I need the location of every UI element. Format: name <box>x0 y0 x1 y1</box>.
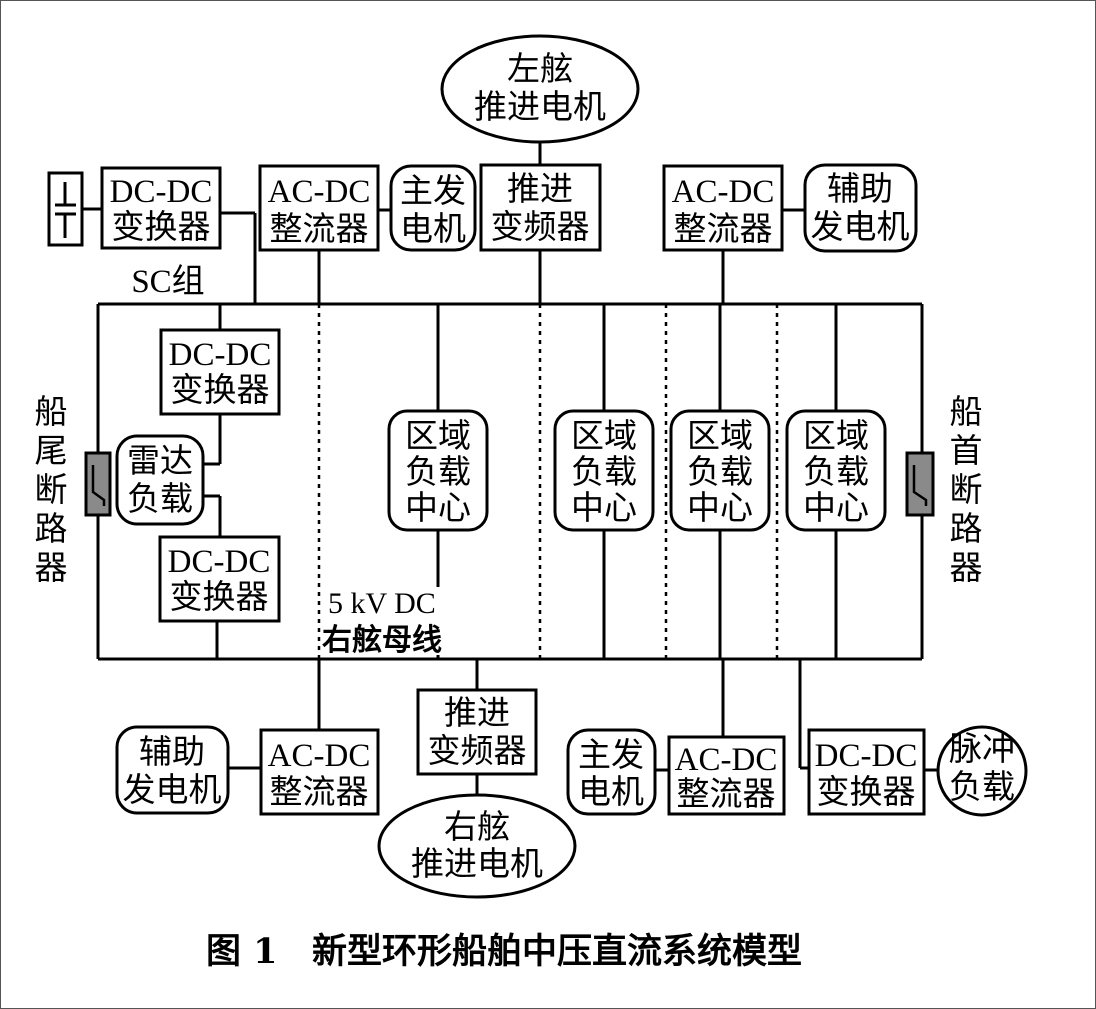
zone-label-2: 负载 <box>405 454 471 491</box>
stern-breaker-label: 船 尾 断 路 器 <box>35 394 68 587</box>
generator-label-1: 辅助 <box>139 734 205 771</box>
sc-group-label: SC组 <box>131 263 204 300</box>
rectifier-type: AC-DC <box>268 174 371 210</box>
rectifier-type: AC-DC <box>675 742 778 778</box>
radar-load: 雷达 负载 <box>115 434 205 526</box>
stern-char-3: 断 <box>35 472 68 509</box>
pulse-load: 脉冲 负载 <box>936 725 1028 817</box>
zone-label-3: 中心 <box>571 490 637 527</box>
zone-label-1: 区域 <box>405 418 471 455</box>
bow-breaker-label: 船 首 断 路 器 <box>950 394 983 587</box>
stern-char-1: 船 <box>35 394 68 431</box>
radar-label-1: 雷达 <box>127 443 193 480</box>
pulse-label-2: 负载 <box>949 769 1015 806</box>
lower-dc-dc-converter: DC-DC 变换器 <box>158 535 281 623</box>
bow-char-5: 器 <box>950 551 983 587</box>
bow-char-1: 船 <box>950 394 983 431</box>
vfd-label-1: 推进 <box>507 171 573 208</box>
zone-label-1: 区域 <box>571 418 637 455</box>
bow-char-4: 路 <box>950 511 983 548</box>
converter-type: DC-DC <box>169 337 272 373</box>
port-propulsion-motor: 左舷 推进电机 <box>440 34 640 144</box>
zone-label-2: 负载 <box>687 454 753 491</box>
converter-name: 变换器 <box>171 372 270 409</box>
zone-label-3: 中心 <box>803 490 869 527</box>
upper-dc-dc-converter: DC-DC 变换器 <box>159 328 281 416</box>
generator-label-2: 发电机 <box>123 772 222 809</box>
motor-label-2: 推进电机 <box>474 89 606 126</box>
figure-number: 图 1 <box>206 931 278 972</box>
zone-label-1: 区域 <box>687 418 753 455</box>
bottom-propulsion-vfd: 推进 变频器 <box>416 688 538 776</box>
main-generator-top: 主发 电机 <box>389 164 477 252</box>
figure-title: 新型环形船舶中压直流系统模型 <box>312 931 802 972</box>
converter-name: 变换器 <box>112 209 211 246</box>
zone-load-center-1: 区域 负载 中心 <box>387 409 489 532</box>
zone-label-2: 负载 <box>803 454 869 491</box>
aux-generator-bottom: 辅助 发电机 <box>115 725 230 815</box>
generator-label-2: 电机 <box>400 211 466 248</box>
radar-label-2: 负载 <box>127 481 193 518</box>
bow-char-2: 首 <box>950 433 983 470</box>
bus-name-label: 右舷母线 <box>322 623 442 657</box>
aux-generator-top: 辅助 发电机 <box>803 163 918 253</box>
motor-label-1: 右舷 <box>444 809 510 846</box>
pulse-label-1: 脉冲 <box>949 731 1015 768</box>
bottom-right-ac-dc-rectifier: AC-DC 整流器 <box>667 735 786 816</box>
top-right-ac-dc-rectifier: AC-DC 整流器 <box>662 164 784 252</box>
converter-type: DC-DC <box>815 738 918 774</box>
top-dc-dc-converter: DC-DC 变换器 <box>100 166 222 250</box>
converter-type: DC-DC <box>110 174 213 210</box>
stern-char-2: 尾 <box>35 434 68 470</box>
sc-group-symbol <box>47 171 84 247</box>
bottom-dc-dc-converter: DC-DC 变换器 <box>807 728 926 816</box>
zone-label-1: 区域 <box>803 418 869 455</box>
bus-label-background <box>324 587 458 655</box>
rectifier-type: AC-DC <box>672 174 775 210</box>
motor-label-2: 推进电机 <box>411 846 543 883</box>
generator-label-1: 主发 <box>578 737 644 774</box>
vfd-label-1: 推进 <box>444 695 510 732</box>
top-left-ac-dc-rectifier: AC-DC 整流器 <box>258 164 380 252</box>
zone-label-2: 负载 <box>571 454 637 491</box>
converter-name: 变换器 <box>817 774 916 811</box>
bus-voltage-label: 5 kV DC <box>328 587 436 620</box>
main-generator-bottom: 主发 电机 <box>566 728 657 816</box>
motor-label-1: 左舷 <box>507 51 573 88</box>
rectifier-name: 整流器 <box>674 211 773 248</box>
starboard-propulsion-motor: 右舷 推进电机 <box>377 793 577 899</box>
vfd-label-2: 变频器 <box>491 209 590 246</box>
zone-load-center-3: 区域 负载 中心 <box>669 409 771 532</box>
bow-char-3: 断 <box>950 472 983 509</box>
vfd-label-2: 变频器 <box>428 733 527 770</box>
converter-type: DC-DC <box>168 544 271 580</box>
top-propulsion-vfd: 推进 变频器 <box>479 163 602 252</box>
zone-label-3: 中心 <box>405 490 471 527</box>
rectifier-name: 整流器 <box>270 774 369 811</box>
generator-label-2: 发电机 <box>811 209 910 246</box>
rectifier-type: AC-DC <box>268 738 371 774</box>
converter-name: 变换器 <box>170 579 269 616</box>
bottom-left-ac-dc-rectifier: AC-DC 整流器 <box>259 728 380 816</box>
zone-load-center-4: 区域 负载 中心 <box>785 409 887 532</box>
zone-label-3: 中心 <box>687 490 753 527</box>
generator-label-1: 辅助 <box>827 171 893 208</box>
zone-load-center-2: 区域 负载 中心 <box>553 409 655 532</box>
rectifier-name: 整流器 <box>270 211 369 248</box>
generator-label-1: 主发 <box>400 173 466 210</box>
bow-breaker-icon <box>905 451 935 517</box>
rectifier-name: 整流器 <box>677 776 776 813</box>
generator-label-2: 电机 <box>578 774 644 811</box>
stern-breaker-icon <box>84 451 112 517</box>
stern-char-4: 路 <box>35 511 68 548</box>
stern-char-5: 器 <box>35 551 68 587</box>
